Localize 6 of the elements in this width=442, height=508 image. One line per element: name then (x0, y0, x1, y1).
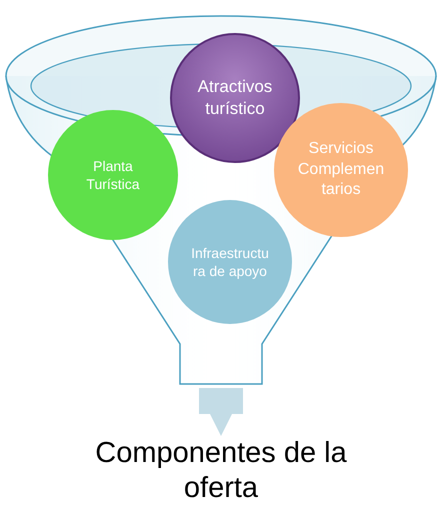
node-label: Servicios Complementarios (296, 138, 386, 200)
node-label: Infraestructura de apoyo (190, 244, 270, 280)
caption-text: Componentes de la oferta (94, 436, 348, 506)
node-label: Atractivos turístico (196, 76, 274, 120)
node-label: Planta Turística (85, 156, 141, 194)
block-arrow (199, 388, 243, 436)
